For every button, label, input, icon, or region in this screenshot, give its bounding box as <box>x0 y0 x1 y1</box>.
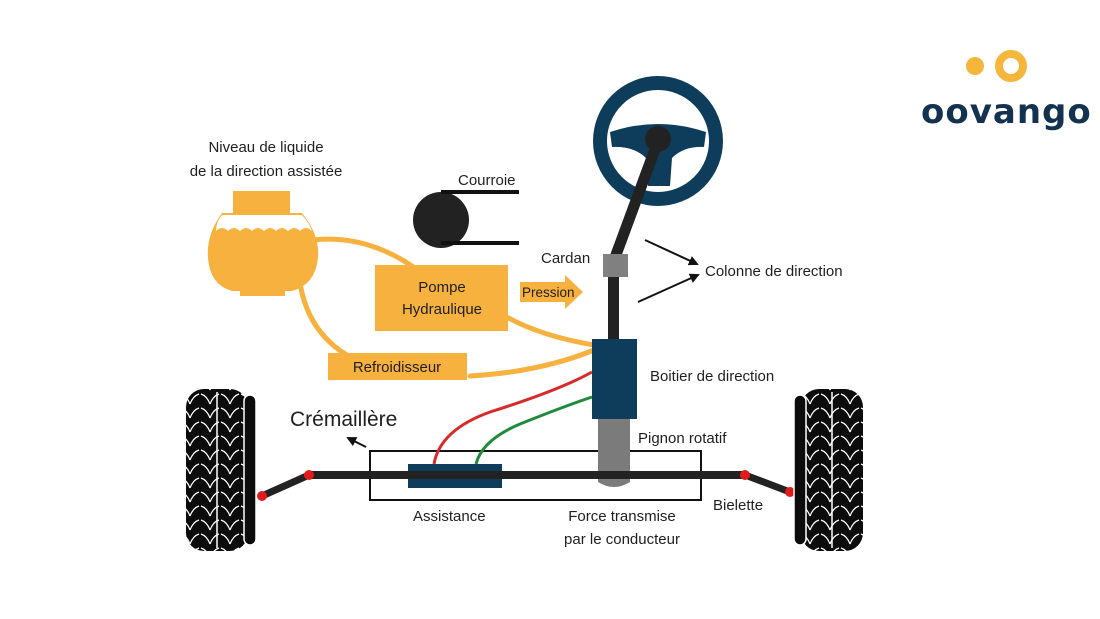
joint-right-outer <box>785 487 795 497</box>
hydraulic-pump <box>375 265 508 331</box>
pinion-label: Pignon rotatif <box>638 430 727 447</box>
wheel-rim <box>593 76 723 206</box>
hydraulic-line-red <box>432 370 593 465</box>
wheel-hub <box>645 126 671 152</box>
joint-left-outer <box>257 491 267 501</box>
rotating-pinion <box>598 418 630 487</box>
rack-label: Crémaillère <box>290 408 397 431</box>
joint-left-inner <box>304 470 314 480</box>
reservoir-label-line1: Niveau de liquide <box>208 139 323 156</box>
cooler <box>328 353 467 380</box>
pump-label-line2: Hydraulique <box>402 301 482 318</box>
cardan-joint <box>603 254 628 277</box>
pressure-label: Pression <box>522 285 575 300</box>
column-lower-shaft <box>608 270 619 342</box>
joint-right-inner <box>740 470 750 480</box>
pump-label-line1: Pompe <box>418 279 466 296</box>
pressure-arrow: Pression <box>520 275 583 309</box>
hose-pump-to-box <box>502 313 597 348</box>
left-tire-sidewall <box>243 394 257 546</box>
column-label: Colonne de direction <box>705 263 843 280</box>
left-tire <box>186 389 257 551</box>
belt-label: Courroie <box>458 172 516 189</box>
oovango-logo: oovango <box>921 50 1092 132</box>
column-upper-shaft <box>607 139 664 265</box>
steering-box-label: Boitier de direction <box>650 368 774 385</box>
reservoir-base <box>240 290 285 296</box>
belt-pulley <box>413 190 519 248</box>
force-label-line2: par le conducteur <box>564 531 680 548</box>
hose-cooler-to-box <box>467 347 597 379</box>
logo-ring-icon <box>995 50 1027 82</box>
logo-small-dot-icon <box>966 57 984 75</box>
reservoir-label-line2: de la direction assistée <box>190 163 343 180</box>
column-arrow-lower <box>637 273 700 303</box>
column-arrow-upper <box>644 239 699 266</box>
fluid-reservoir <box>207 191 319 296</box>
tie-rod-label: Bielette <box>713 497 763 514</box>
logo-text: oovango <box>921 92 1092 132</box>
tie-rod-right <box>741 471 794 496</box>
hydraulic-line-green <box>474 395 593 465</box>
cardan-label: Cardan <box>541 250 590 267</box>
force-label-line1: Force transmise <box>568 508 676 525</box>
rack-arrow <box>346 437 367 448</box>
reservoir-cap <box>233 191 290 213</box>
steering-box <box>592 339 637 419</box>
assist-label: Assistance <box>413 508 486 525</box>
right-tire-sidewall <box>793 394 807 546</box>
reservoir-air-gap <box>216 215 312 231</box>
right-tire <box>793 389 863 551</box>
reservoir-body <box>207 213 319 291</box>
pulley-icon <box>413 192 469 248</box>
tie-rod-left <box>258 471 313 500</box>
cooler-label: Refroidisseur <box>353 359 441 376</box>
pressure-arrow-icon <box>520 275 583 309</box>
